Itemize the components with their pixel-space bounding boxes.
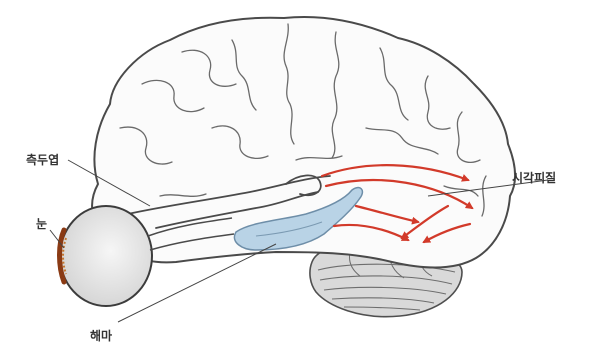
eyeball-icon bbox=[60, 206, 153, 306]
eye-label: 눈 bbox=[36, 218, 47, 230]
visual-cortex-label: 시각피질 bbox=[512, 172, 556, 184]
hippocampus-label: 해마 bbox=[90, 330, 112, 342]
temporal-lobe-label: 측두엽 bbox=[26, 154, 59, 166]
